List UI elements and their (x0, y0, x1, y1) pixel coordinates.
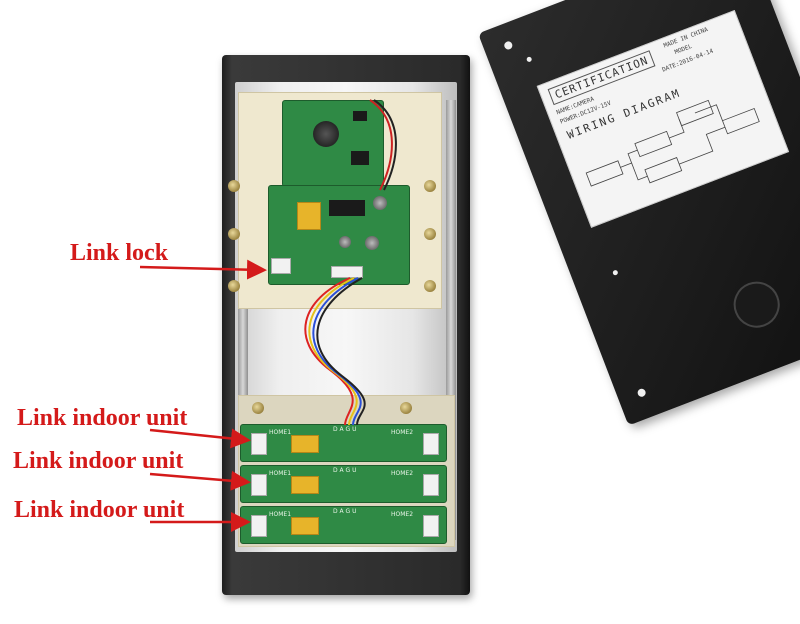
callout-link-indoor-unit-1: Link indoor unit (17, 405, 188, 431)
indoor-connector (251, 433, 267, 455)
screw (228, 180, 240, 192)
home1-label: HOME1 (269, 511, 292, 518)
side-rail (238, 100, 248, 540)
home2-label: HOME2 (391, 470, 414, 477)
chip (353, 111, 367, 121)
indoor-connector (251, 474, 267, 496)
indoor-connector (251, 515, 267, 537)
capacitor (339, 236, 351, 248)
screw (228, 280, 240, 292)
screw (424, 228, 436, 240)
relay (297, 202, 321, 230)
home1-label: HOME1 (269, 470, 292, 477)
brand-label: D A G U (333, 508, 357, 515)
screw (252, 402, 264, 414)
arrow-indoor-1 (149, 428, 251, 449)
screw (424, 180, 436, 192)
indoor-connector (423, 515, 439, 537)
side-rail (446, 100, 456, 540)
screw (400, 402, 412, 414)
home2-label: HOME2 (391, 429, 414, 436)
wire-connector (331, 266, 363, 278)
back-cover: CERTIFICATION MADE IN CHINA MODEL NAME:C… (478, 0, 800, 426)
relay (291, 476, 319, 494)
wiring-diagram (585, 99, 760, 187)
callout-link-lock: Link lock (70, 240, 169, 266)
capacitor (365, 236, 379, 250)
callout-link-indoor-unit-2: Link indoor unit (13, 448, 184, 474)
certification-sticker: CERTIFICATION MADE IN CHINA MODEL NAME:C… (536, 9, 790, 228)
screw (228, 228, 240, 240)
home2-label: HOME2 (391, 511, 414, 518)
ic-chip (329, 200, 365, 216)
brand-label: D A G U (333, 426, 357, 433)
indoor-unit-board-1: HOME1 D A G U HOME2 (240, 424, 447, 462)
callout-link-indoor-unit-3: Link indoor unit (14, 497, 185, 523)
capacitor (373, 196, 387, 210)
relay (291, 517, 319, 535)
indoor-connector (423, 433, 439, 455)
arrow-lock (139, 259, 267, 280)
lock-connector (271, 258, 291, 274)
indoor-connector (423, 474, 439, 496)
camera-lens (313, 121, 339, 147)
relay (291, 435, 319, 453)
home1-label: HOME1 (269, 429, 292, 436)
indoor-unit-board-2: HOME1 D A G U HOME2 (240, 465, 447, 503)
main-board (268, 185, 410, 285)
brand-label: D A G U (333, 467, 357, 474)
arrow-indoor-2 (149, 470, 251, 491)
chip (351, 151, 369, 165)
screw (424, 280, 436, 292)
indoor-unit-board-3: HOME1 D A G U HOME2 (240, 506, 447, 544)
